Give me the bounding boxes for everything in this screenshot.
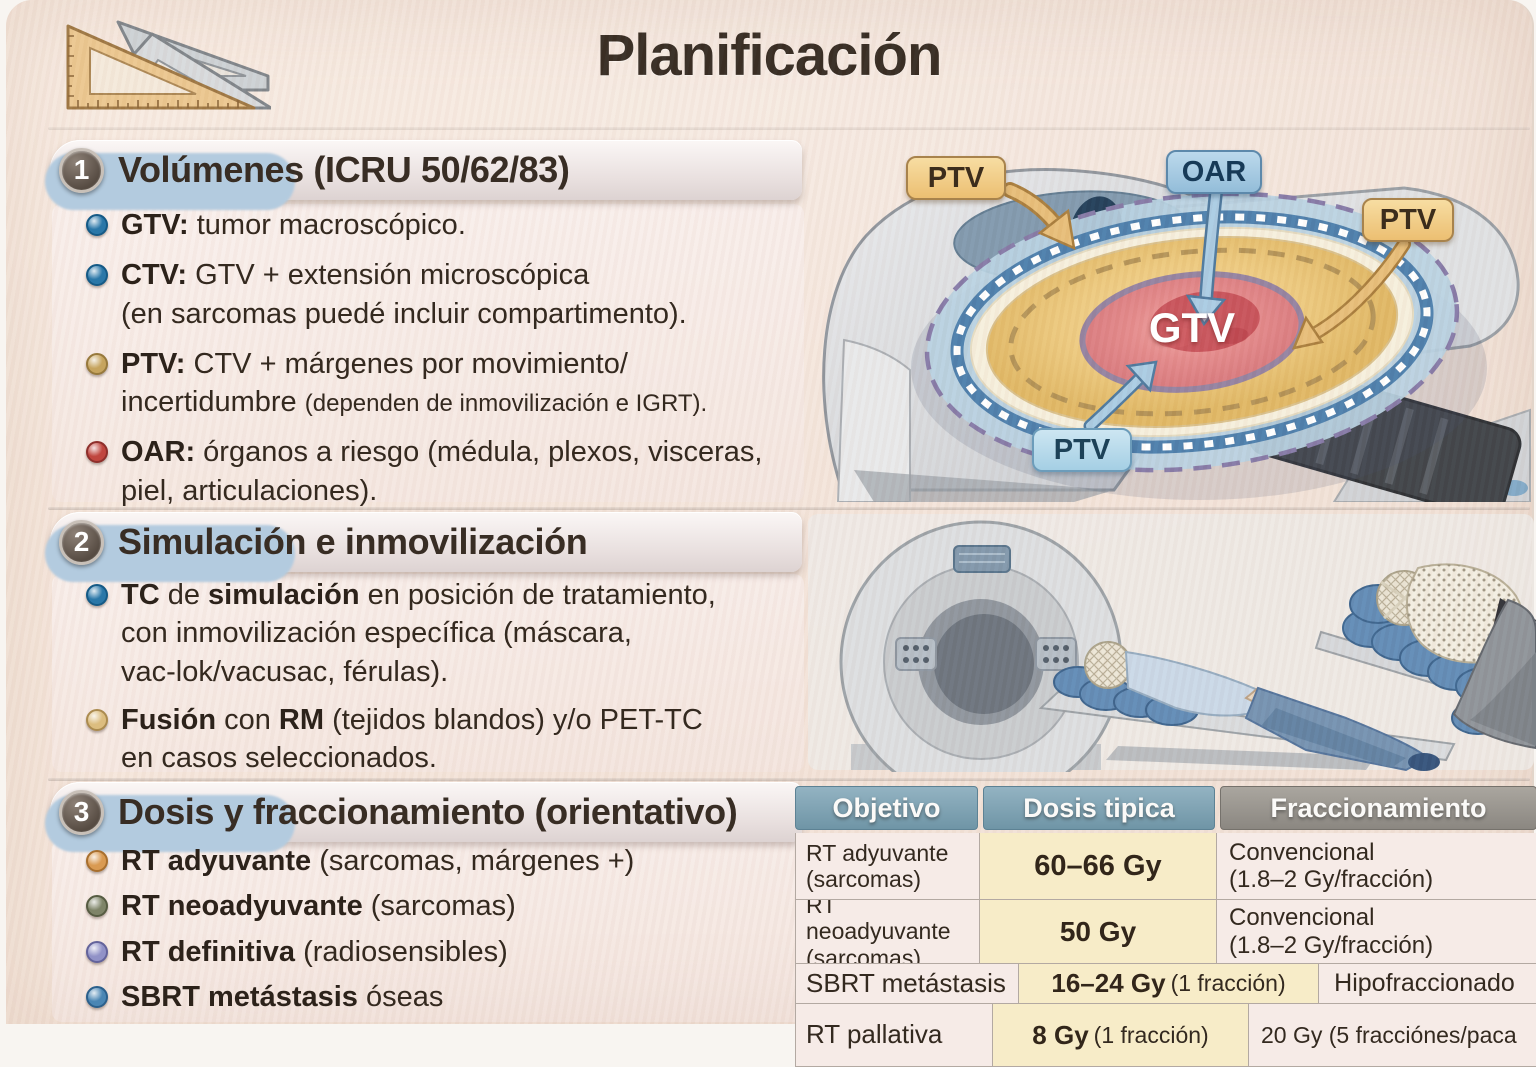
ptv-callout-right: PTV: [1362, 198, 1454, 242]
bullet-dot-icon: [86, 264, 108, 287]
section3-heading: Dosis y fraccionamiento (orientativo): [118, 791, 738, 832]
bullet-text: RT neoadyuvante (sarcomas): [121, 890, 516, 923]
divider-section2: [48, 778, 1530, 781]
bullet-item: Fusión con RM (tejidos blandos) y/o PET-…: [84, 701, 824, 778]
bullet-item: CTV: GTV + extensión microscópica (en sa…: [84, 256, 824, 333]
section2-bullets: TC de simulación en posición de tratamie…: [84, 576, 824, 787]
bullet-dot-icon: [86, 708, 108, 731]
bullet-item: RT neoadyuvante (sarcomas): [84, 887, 804, 925]
section2-panel: [52, 574, 804, 772]
target-volumes-rings: [924, 191, 1460, 473]
ct-table-patient: [1038, 641, 1456, 772]
dose-table-header-row: Objetivo Dosis tipica Fraccionamiento: [795, 786, 1536, 830]
dose-table-row: SBRT metástasis 16–24 Gy(1 fracción)Hipof…: [796, 963, 1536, 1003]
ptv-callout-top-left: PTV: [906, 156, 1006, 200]
divider-section1: [48, 507, 1530, 510]
bullet-text: CTV: GTV + extensión microscópica (en sa…: [121, 259, 687, 330]
bullet-dot-icon: [86, 584, 108, 606]
ptv-arrow-bottom: [1125, 360, 1158, 393]
set-squares-icon: [66, 20, 271, 110]
bullet-item: TC de simulación en posición de tratamie…: [84, 576, 824, 691]
dosis-cell: 50 Gy: [979, 900, 1216, 963]
bullet-item: RT definitiva (radiosensibles): [84, 933, 804, 971]
objetivo-cell: SBRT metástasis: [806, 967, 1006, 998]
bullet-text: RT adyuvante (sarcomas, márgenes +): [121, 845, 635, 877]
section2-number-badge: 2: [59, 519, 104, 565]
dosis-cell: 60–66 Gy: [979, 833, 1216, 899]
target-volumes-illustration: PTV OAR PTV PTV GTV: [814, 140, 1532, 520]
section1-panel: [52, 204, 804, 502]
oar-callout: OAR: [1166, 150, 1262, 194]
bullet-dot-icon: [86, 352, 108, 375]
fraccionamiento-cell: Convencional (1.8–2 Gy/fracción): [1216, 900, 1536, 963]
bullet-dot-icon: [86, 214, 108, 236]
bullet-dot-icon: [86, 441, 108, 464]
fraccionamiento-cell: Hipofraccionado: [1318, 964, 1536, 1003]
page-title: Planificación: [596, 23, 943, 88]
divider-top: [48, 127, 1530, 130]
bullet-item: PTV: CTV + márgenes por movimiento/ ince…: [84, 345, 824, 422]
bullet-text: OAR: órganos a riesgo (médula, plexos, v…: [121, 436, 763, 507]
bullet-text: RT definitiva (radiosensibles): [121, 935, 508, 968]
bullet-item: GTV: tumor macroscópico.: [84, 206, 824, 244]
dosis-cell: 16–24 Gy(1 fracción): [1018, 964, 1318, 1003]
fraccionamiento-cell: 20 Gy (5 fracciónes/paca: [1248, 1004, 1536, 1066]
objetivo-cell: RT pallativa: [806, 1019, 943, 1050]
section1-bullets: GTV: tumor macroscópico. CTV: GTV + exten…: [84, 206, 824, 522]
dose-table-header-fraccionamiento: Fraccionamiento: [1220, 786, 1536, 830]
section3-panel: [52, 840, 804, 1022]
bullet-text: PTV: CTV + márgenes por movimiento/ ince…: [121, 347, 708, 419]
bullet-text: GTV: tumor macroscópico.: [121, 209, 466, 241]
section1-header: 1 Volúmenes (ICRU 50/62/83): [50, 140, 802, 200]
bullet-dot-icon: [86, 850, 108, 872]
outer-dashed-margin: [924, 191, 1460, 473]
dosis-cell: 8 Gy(1 fracción): [992, 1004, 1248, 1066]
section2-heading: Simulación e inmovilización: [118, 521, 588, 562]
ct-gantry: [839, 520, 1123, 804]
section2-header: 2 Simulación e inmovilización: [50, 512, 802, 572]
bullet-dot-icon: [86, 940, 108, 963]
section1-number-badge: 1: [59, 147, 104, 193]
gtv-label: GTV: [1148, 304, 1236, 351]
dose-table-header-objetivo: Objetivo: [795, 786, 978, 830]
bullet-text: Fusión con RM (tejidos blandos) y/o PET-…: [121, 703, 703, 775]
dose-table: Objetivo Dosis tipica Fraccionamiento RT…: [795, 786, 1536, 1067]
section3-number-badge: 3: [59, 789, 104, 835]
dose-table-row: RT pallativa 8 Gy(1 fracción)20 Gy (5 fra…: [796, 1003, 1536, 1066]
bullet-dot-icon: [86, 895, 108, 918]
objetivo-cell: RT neoadyuvante (sarcomas): [806, 900, 951, 963]
fraccionamiento-cell: Convencional (1.8–2 Gy/fracción): [1216, 833, 1536, 899]
dose-table-header-dosis: Dosis tipica: [983, 786, 1215, 830]
vaclok-patient: [1314, 563, 1536, 750]
bullet-item: OAR: órganos a riesgo (médula, plexos, v…: [84, 433, 824, 510]
poster-card: Planificación 1 Volúmenes (ICRU 50/62/83…: [6, 0, 1536, 1067]
ptv-callout-bottom: PTV: [1032, 428, 1132, 472]
ct-simulation-illustration: [806, 512, 1536, 804]
objetivo-cell: RT adyuvante (sarcomas): [806, 839, 949, 892]
oar-arrow: [1185, 294, 1227, 327]
ptv-arrow-right: [1291, 315, 1325, 350]
bullet-text: SBRT metástasis óseas: [121, 980, 444, 1013]
ptv-arrow-top-left: [1037, 208, 1076, 251]
gantry-control-panels: [895, 637, 1077, 671]
bullet-item: RT adyuvante (sarcomas, márgenes +): [84, 842, 804, 880]
section3-bullets: RT adyuvante (sarcomas, márgenes +) RT ne…: [84, 842, 804, 1023]
section1-heading: Volúmenes (ICRU 50/62/83): [118, 149, 570, 190]
bullet-dot-icon: [86, 985, 108, 1008]
section3-header: 3 Dosis y fraccionamiento (orientativo): [50, 782, 802, 842]
bullet-text: TC de simulación en posición de tratamie…: [121, 579, 716, 688]
callout-arrows: [1002, 182, 1411, 433]
gantry-display: [953, 545, 1011, 573]
linac-machine-drawing: [822, 168, 1531, 520]
bullet-item: SBRT metástasis óseas: [84, 978, 804, 1016]
